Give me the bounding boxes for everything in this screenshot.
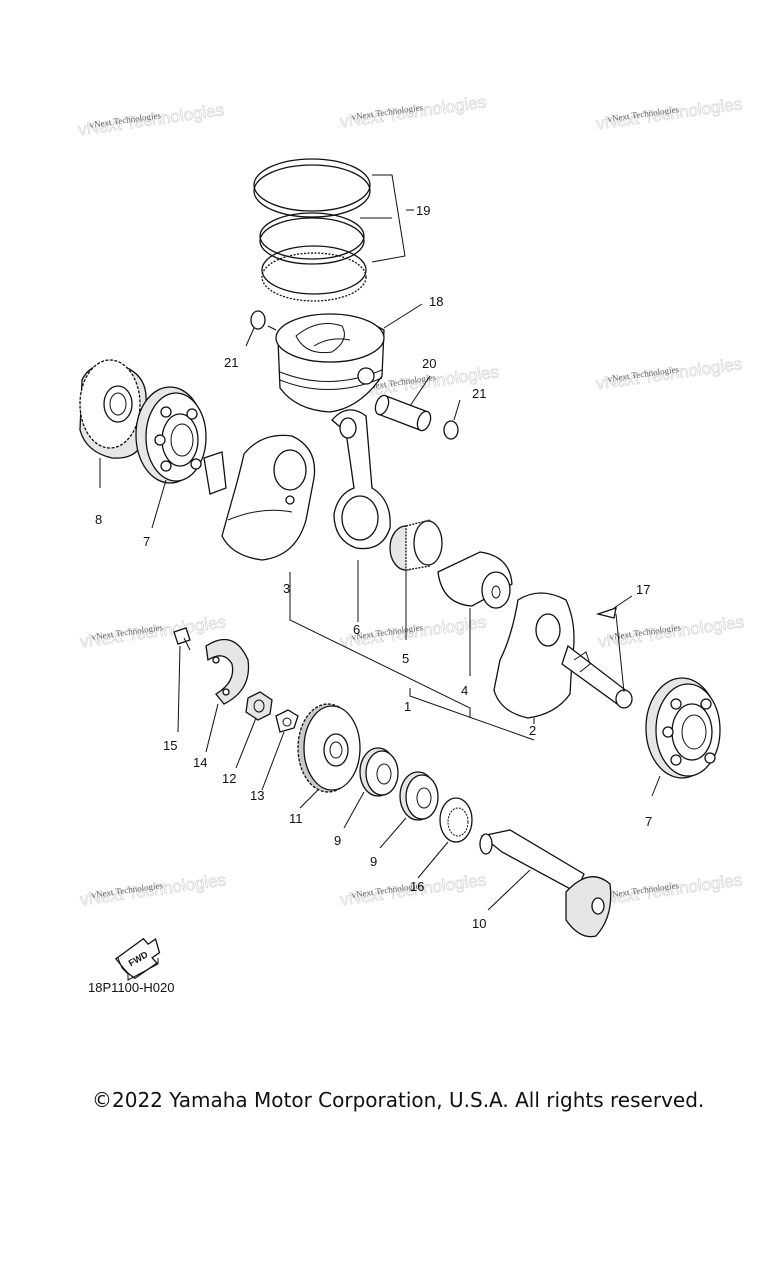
callout-8: 8: [95, 512, 102, 527]
callout-21-right: 21: [472, 386, 486, 401]
callout-21-left: 21: [224, 355, 238, 370]
bearing-left: [135, 386, 207, 484]
callout-2: 2: [529, 723, 536, 738]
balancer-weight: [205, 638, 250, 705]
circlip-right: [443, 420, 459, 440]
diagram-code: 18P1100-H020: [88, 980, 175, 995]
callout-9b: 9: [370, 854, 377, 869]
fwd-arrow: FWD: [114, 937, 161, 981]
bearing-right: [645, 677, 721, 779]
nut: [245, 691, 273, 721]
crank-left: [203, 434, 316, 561]
balancer-gear: [297, 703, 361, 793]
callout-10: 10: [472, 916, 486, 931]
crank-pin: [437, 551, 513, 609]
woodruff-key: [595, 607, 617, 619]
leader-lines: [99, 174, 661, 911]
callout-4: 4: [461, 683, 468, 698]
bearing-9a: [359, 747, 399, 797]
crank-right: [493, 592, 633, 719]
bearing-9b: [399, 771, 439, 821]
callout-20: 20: [422, 356, 436, 371]
callouts: 1 2 3 4 5 6 7 7 8 9 9 10 11 12 13 14 15 …: [95, 203, 652, 931]
bolt: [173, 627, 191, 651]
callout-6: 6: [353, 622, 360, 637]
callout-18: 18: [429, 294, 443, 309]
callout-12: 12: [222, 771, 236, 786]
callout-15: 15: [163, 738, 177, 753]
needle-bearing: [389, 519, 443, 571]
piston-pin: [374, 394, 432, 432]
circlip-left: [250, 310, 266, 330]
needle-bearing-16: [439, 797, 473, 843]
copyright-notice: ©2022 Yamaha Motor Corporation, U.S.A. A…: [92, 1088, 705, 1112]
callout-19: 19: [416, 203, 430, 218]
callout-7-right: 7: [645, 814, 652, 829]
piston: [275, 313, 385, 413]
callout-3: 3: [283, 581, 290, 596]
lock-washer: [275, 709, 299, 733]
balancer-shaft: [479, 829, 612, 938]
callout-16: 16: [410, 879, 424, 894]
callout-7-left: 7: [143, 534, 150, 549]
callout-14: 14: [193, 755, 207, 770]
callout-13: 13: [250, 788, 264, 803]
callout-1: 1: [404, 699, 411, 714]
callout-9a: 9: [334, 833, 341, 848]
callout-17: 17: [636, 582, 650, 597]
piston-rings: [253, 158, 371, 302]
callout-11: 11: [289, 811, 303, 826]
connecting-rod: [331, 409, 391, 550]
callout-5: 5: [402, 651, 409, 666]
